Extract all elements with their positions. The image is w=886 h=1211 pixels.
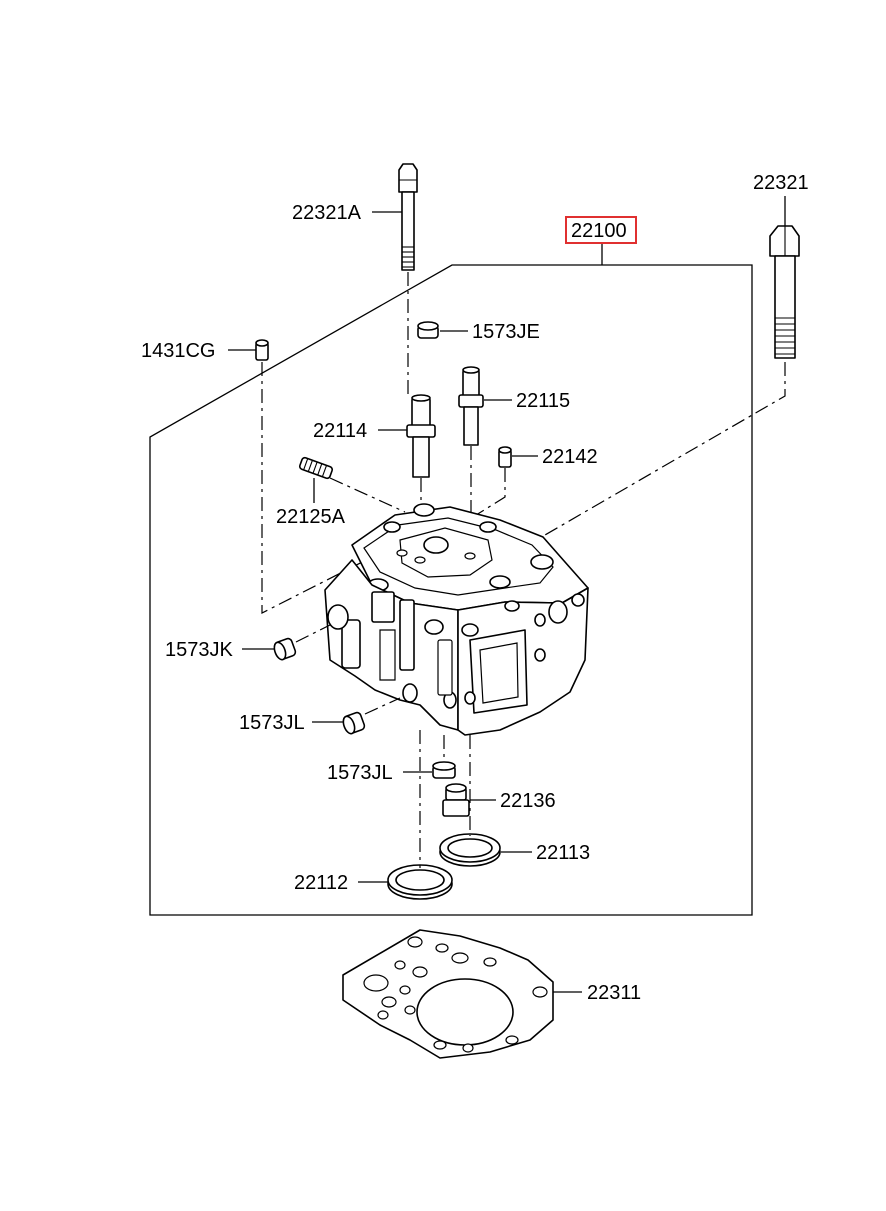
dowel-22142 [498,446,512,468]
stud-22125A [298,456,334,480]
label-22321: 22321 [753,172,809,194]
label-22112: 22112 [294,872,348,894]
plug-1573JL-side [342,711,366,735]
seal-1573JE [417,321,439,339]
label-22113: 22113 [536,842,590,864]
label-22136: 22136 [500,790,556,812]
bolt-22321A [398,163,418,271]
insert-22136 [442,783,470,817]
label-1573JL-side: 1573JL [239,712,305,734]
head-gasket-22311 [342,929,554,1059]
valve-seat-22112 [387,864,453,900]
axis-1573JL-side [364,697,401,715]
label-1431CG: 1431CG [141,340,216,362]
axis-22321 [544,362,786,536]
valve-guide-22115 [458,366,484,446]
axis-22142 [451,468,506,531]
pin-1431CG [255,339,269,361]
label-22100: 22100 [571,220,627,242]
label-1573JK: 1573JK [165,639,233,661]
axis-22125A [329,477,406,513]
label-22321A: 22321A [292,202,362,224]
label-22311: 22311 [587,982,641,1004]
label-22142: 22142 [542,446,598,468]
assembly-frame [149,264,753,916]
valve-seat-22113 [439,833,501,867]
cylinder-head [324,503,589,736]
axis-1573JK [295,624,331,643]
seal-1573JL-bottom [432,761,456,779]
label-22115: 22115 [516,390,570,412]
valve-guide-22114 [406,394,436,478]
label-22125A: 22125A [276,506,346,528]
label-22114: 22114 [313,420,367,442]
plug-1573JK [273,637,297,661]
axis-1431CG [261,362,381,614]
label-1573JE: 1573JE [472,321,540,343]
bolt-22321 [769,225,800,359]
highlight-box-22100 [565,216,637,244]
label-1573JL-bottom: 1573JL [327,762,393,784]
